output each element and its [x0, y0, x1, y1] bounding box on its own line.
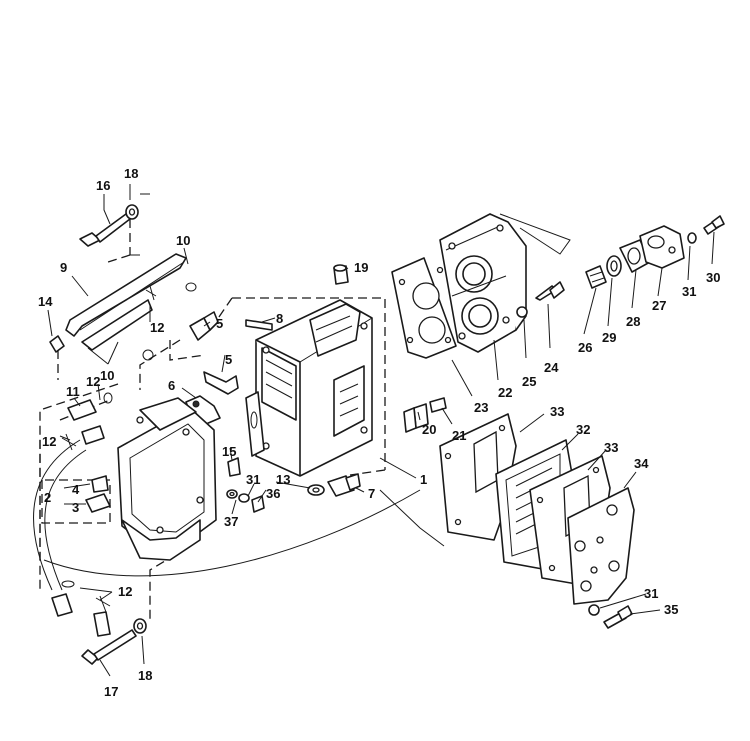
- callout-10-upper: 10: [176, 233, 190, 248]
- bolt-16: [79, 213, 131, 247]
- cylinder-block: [255, 299, 373, 477]
- callout-7: 7: [368, 486, 375, 501]
- callout-12-b: 12: [86, 374, 100, 389]
- connector-12: [93, 611, 111, 637]
- callout-33-rear: 33: [604, 440, 618, 455]
- elbow-fitting-5-upper: [189, 311, 219, 341]
- fitting-4: [91, 475, 109, 493]
- callout-2: 2: [44, 490, 51, 505]
- clip-12-d: [61, 580, 111, 613]
- screw-36: [251, 495, 265, 513]
- callout-35: 35: [664, 602, 678, 617]
- thermostat-cover-27: [639, 225, 685, 269]
- bracket-20: [403, 403, 429, 433]
- hose-9: [65, 253, 187, 351]
- callout-34: 34: [634, 456, 649, 471]
- callout-6: 6: [168, 378, 175, 393]
- callout-19: 19: [354, 260, 368, 275]
- callout-23: 23: [474, 400, 488, 415]
- bolt-17: [81, 629, 137, 665]
- callout-12-c: 12: [42, 434, 56, 449]
- cover-34: [567, 487, 635, 605]
- callout-29: 29: [602, 330, 616, 345]
- pin-8: [245, 319, 273, 331]
- callout-28: 28: [626, 314, 640, 329]
- callout-27: 27: [652, 298, 666, 313]
- callout-22: 22: [498, 385, 512, 400]
- washer-18-top: [125, 204, 139, 220]
- callout-9: 9: [60, 260, 67, 275]
- bolt-35: [603, 605, 633, 629]
- callout-5-upper: 5: [216, 316, 223, 331]
- clip-12-b: [103, 392, 113, 404]
- hose-section-11-b: [81, 425, 105, 445]
- callout-12-a: 12: [150, 320, 164, 335]
- thermostat-26: [585, 265, 607, 289]
- bolt-30: [703, 215, 725, 235]
- callout-30: 30: [706, 270, 720, 285]
- callout-13: 13: [276, 472, 290, 487]
- hose-dashed-route: [39, 254, 131, 560]
- callout-18-top: 18: [124, 166, 138, 181]
- callout-25: 25: [522, 374, 536, 389]
- callout-18-bottom: 18: [138, 668, 152, 683]
- cylinder-head-22: [439, 213, 527, 353]
- lower-crankcase: [117, 397, 217, 561]
- callout-8: 8: [276, 311, 283, 326]
- callout-14: 14: [38, 294, 53, 309]
- washer-37: [238, 493, 250, 503]
- main-assembly-dashed-outline: [39, 205, 386, 620]
- callout-1: 1: [420, 472, 427, 487]
- fitting-3: [85, 493, 111, 513]
- callout-11: 11: [66, 384, 80, 399]
- clip-12-a: [145, 285, 157, 301]
- callout-24: 24: [544, 360, 559, 375]
- callout-20: 20: [422, 422, 436, 437]
- callout-36: 36: [266, 486, 280, 501]
- leader-lines: [47, 184, 715, 677]
- callout-labels: 1 2 3 4 5 5 6 7 8 9 10 10 11 12 12 12 12…: [38, 166, 720, 699]
- callout-15: 15: [222, 444, 236, 459]
- gasket-33-front: [439, 413, 517, 541]
- callout-5-lower: 5: [225, 352, 232, 367]
- fitting-13: [307, 484, 325, 496]
- callout-12-d: 12: [118, 584, 132, 599]
- callout-4: 4: [72, 482, 80, 497]
- washer-31-top: [687, 232, 697, 244]
- hose-end-12: [51, 593, 73, 617]
- clip-12-c: [61, 433, 77, 451]
- callout-32: 32: [576, 422, 590, 437]
- fitting-dashed-outline: [41, 340, 206, 524]
- cylinder-block-gasket: [245, 391, 265, 457]
- callout-26: 26: [578, 340, 592, 355]
- hose-section-11-a: [67, 399, 97, 421]
- screw-15: [227, 457, 241, 477]
- seal-29: [606, 255, 622, 277]
- callout-17: 17: [104, 684, 118, 699]
- valve-5-lower: [203, 371, 239, 395]
- callout-31-bottom: 31: [644, 586, 658, 601]
- callout-37: 37: [224, 514, 238, 529]
- callout-31-top: 31: [682, 284, 696, 299]
- callout-3: 3: [72, 500, 79, 515]
- clamp-10-a: [185, 282, 197, 292]
- washer-25: [516, 306, 528, 318]
- hose-lower-loop: [33, 439, 421, 591]
- washer-31-left: [226, 489, 238, 499]
- callout-31-left: 31: [246, 472, 260, 487]
- callout-16: 16: [96, 178, 110, 193]
- callout-33-front: 33: [550, 404, 564, 419]
- fitting-14: [49, 335, 65, 353]
- washer-18-bottom: [133, 618, 147, 634]
- head-gasket-23: [391, 257, 457, 359]
- callout-10-lower: 10: [100, 368, 114, 383]
- bolt-24: [535, 281, 565, 301]
- washer-31-bottom: [588, 604, 600, 616]
- callout-21: 21: [452, 428, 466, 443]
- clamp-10-b: [142, 349, 154, 361]
- connector-7: [327, 473, 361, 497]
- fitting-19: [333, 264, 349, 285]
